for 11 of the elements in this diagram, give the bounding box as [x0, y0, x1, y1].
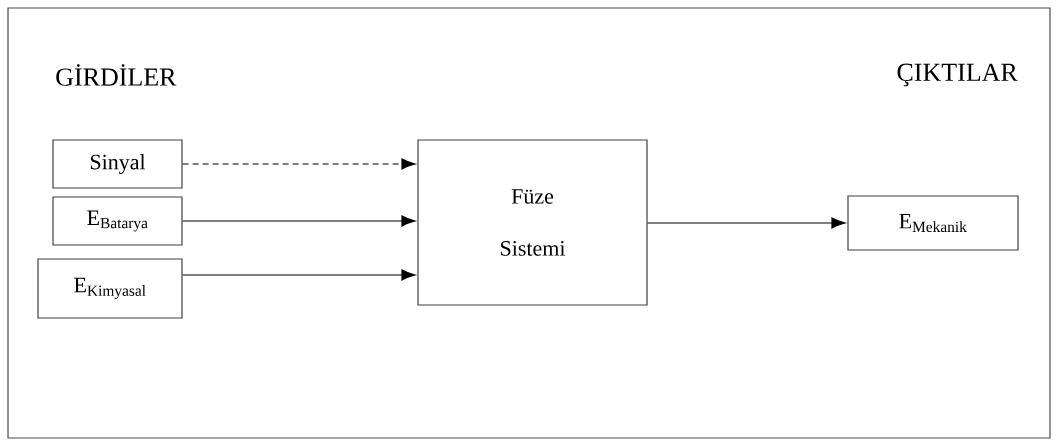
heading: ÇIKTILAR — [897, 63, 1018, 87]
arrow — [182, 158, 416, 170]
input-box: Sinyal — [52, 139, 183, 189]
input-box: E$_{Batarya}$ — [52, 196, 183, 246]
input-box: E$_{Kimyasal}$ — [37, 258, 183, 319]
arrow — [182, 269, 416, 281]
arrow — [182, 215, 416, 227]
arrow — [647, 217, 846, 229]
heading: GİRDİLER — [56, 64, 177, 86]
process-box: Füze Sistemi — [417, 139, 648, 306]
output-box: E$_{Mekanik}$ — [847, 195, 1019, 251]
